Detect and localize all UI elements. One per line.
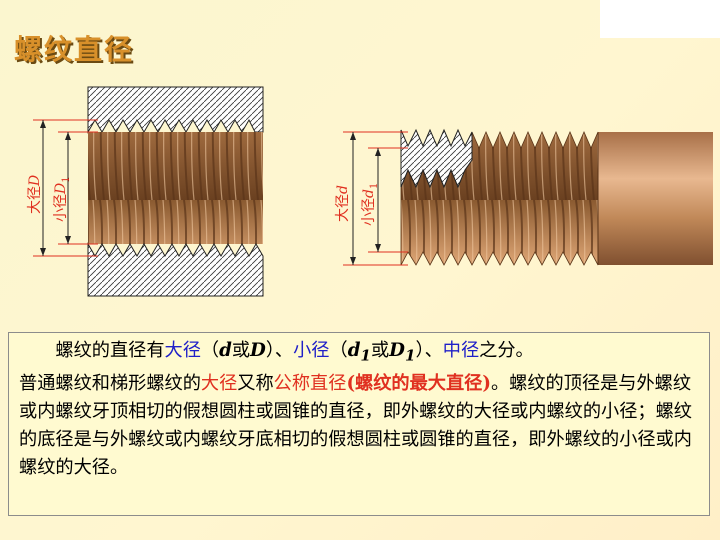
top-right-white-panel <box>600 0 720 38</box>
description-textbox: 螺纹的直径有大径（d或D）、小径（d1或D1）、中径之分。 普通螺纹和梯形螺纹的… <box>8 332 710 516</box>
nut-bottom-section <box>87 242 264 297</box>
thread-diameter-diagram <box>33 86 713 297</box>
major-diameter-term: 大径 <box>164 340 201 361</box>
pitch-diameter-term: 中径 <box>442 340 480 361</box>
external-thread-figure <box>343 128 713 266</box>
major-diameter-D-label: 大径D <box>27 174 43 214</box>
minor-diameter-D1-label: 小径D1 <box>53 176 72 222</box>
minor-diameter-d1-label: 小径d1 <box>361 182 380 226</box>
page-title: 螺纹直径 <box>14 33 135 66</box>
nut-top-section <box>87 86 264 134</box>
minor-diameter-term: 小径 <box>293 340 330 361</box>
bolt-shank <box>598 132 713 265</box>
bolt-cut-section <box>400 128 473 189</box>
text-segment: 螺纹的直径有 <box>55 340 165 361</box>
major-diameter-d-label: 大径d <box>335 185 351 222</box>
nominal-diameter-term: 公称直径 <box>273 372 347 394</box>
internal-thread-figure <box>33 86 264 297</box>
nut-thread-body <box>88 132 263 244</box>
major-diameter-term-2: 大径 <box>200 372 238 394</box>
